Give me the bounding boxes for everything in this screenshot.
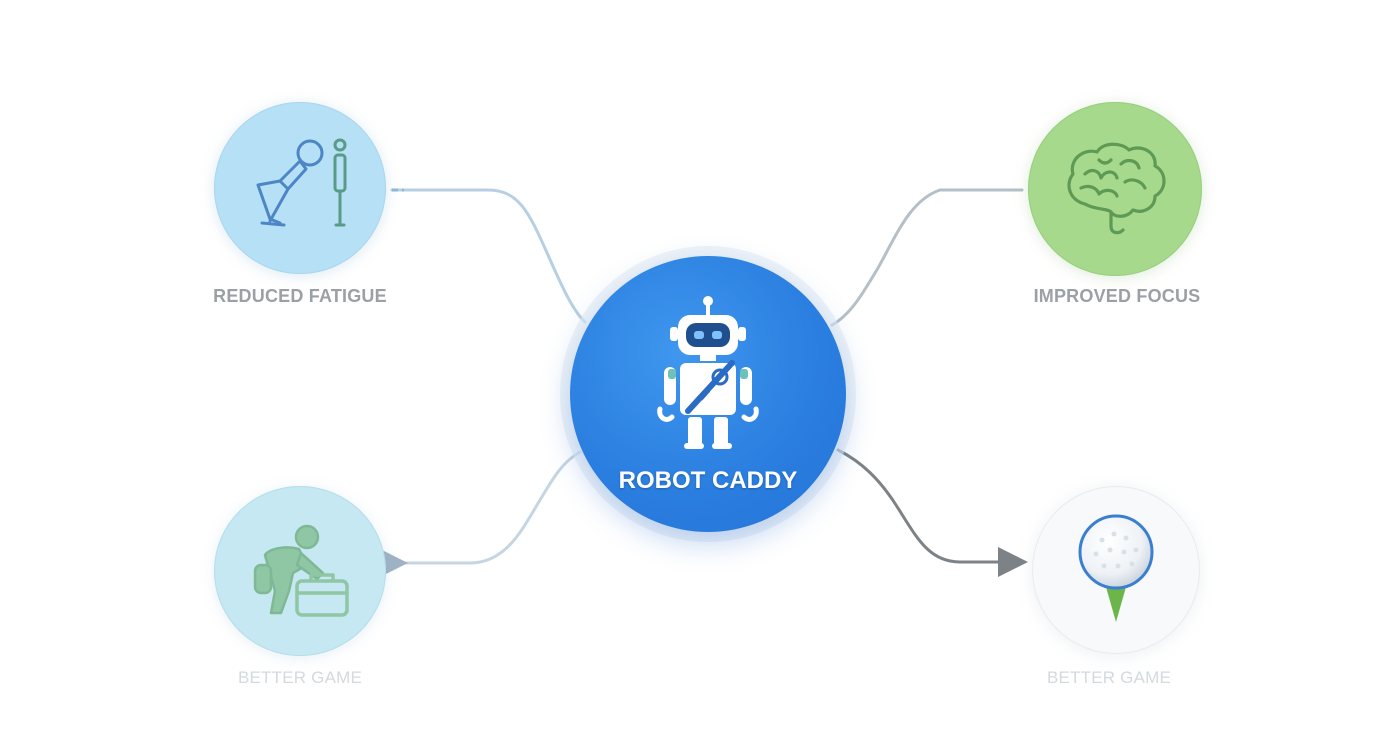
node-robot-caddy: ROBOT CADDY (570, 256, 846, 532)
label-improved-focus: IMPROVED FOCUS (1033, 286, 1201, 306)
node-better-game-right (1032, 486, 1200, 654)
center-title: ROBOT CADDY (618, 467, 798, 494)
lifting-bag-icon (253, 524, 349, 617)
label-better-game-left: BETTER GAME (237, 668, 363, 687)
label-reduced-fatigue: REDUCED FATIGUE (213, 286, 387, 306)
node-better-game-left (214, 486, 386, 656)
posture-icon (256, 138, 347, 227)
brain-icon (1067, 142, 1166, 235)
connector-focus (830, 188, 1024, 327)
connector-game-right (836, 448, 1028, 577)
node-reduced-fatigue (214, 102, 386, 274)
robot-icon (657, 296, 759, 449)
golf-ball-icon (1078, 514, 1154, 622)
label-better-game-right: BETTER GAME (1046, 668, 1172, 687)
connector-game-left (378, 450, 582, 578)
node-improved-focus (1028, 102, 1202, 276)
connector-fatigue (390, 188, 587, 324)
